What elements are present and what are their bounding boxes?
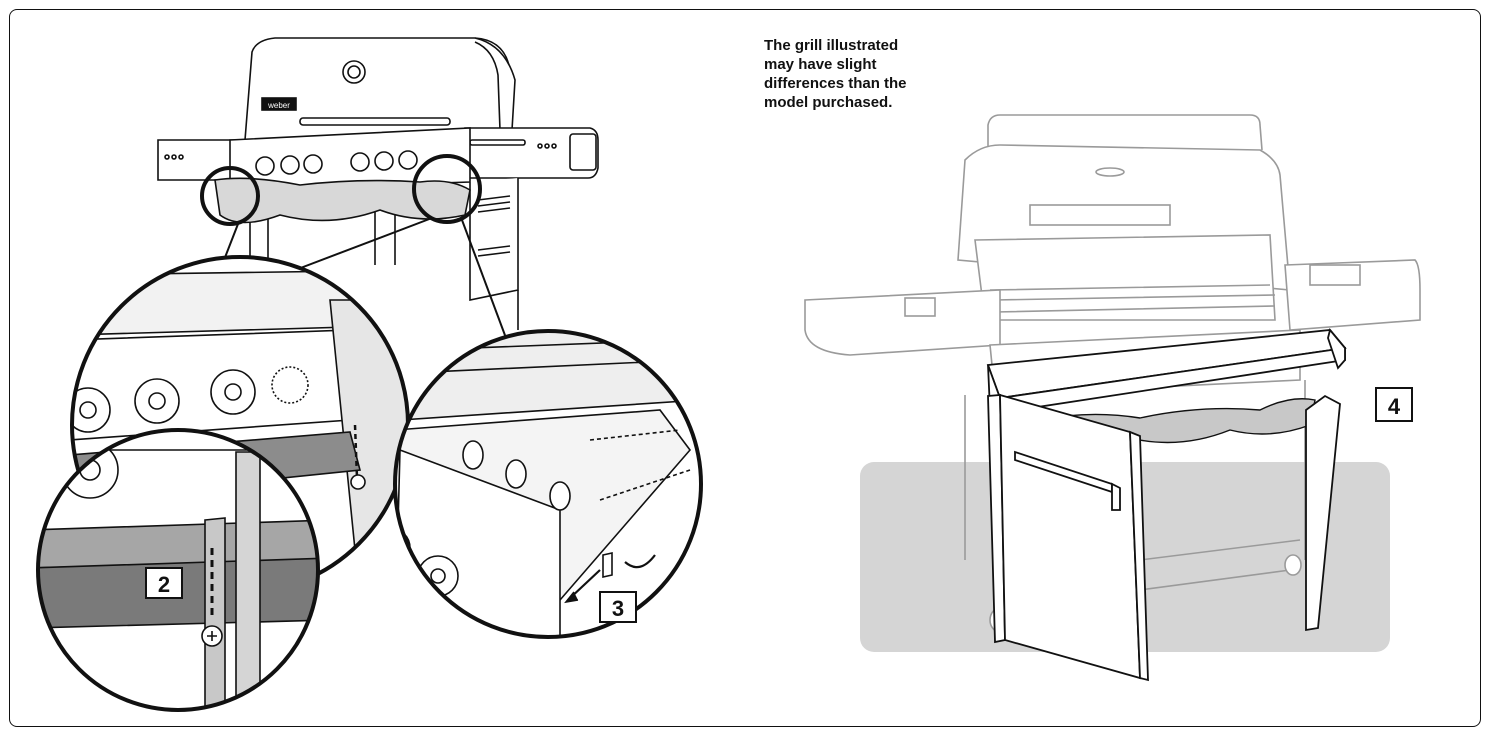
callout-leader-lines [223,217,507,339]
detail-view-tray: 3 [393,329,703,639]
left-grill-drawing: weber [157,37,599,420]
detail-view-screw: 2 [36,428,320,712]
step-3-label: 3 [612,596,624,621]
weber-logo-text: weber [267,101,290,110]
note-line-4: model purchased. [764,94,893,111]
note-line-3: differences than the [764,75,907,92]
disclaimer-note: The grill illustrated may have slight di… [764,36,964,112]
cabinet-doors [987,393,1341,682]
note-line-2: may have slight [764,56,877,73]
step-3-badge [599,591,637,623]
weber-logo [261,97,297,111]
diagram-frame [9,9,1481,727]
note-line-1: The grill illustrated [764,37,899,54]
step-2-badge [145,567,183,599]
right-grill-drawing [804,114,1421,633]
step-2-label: 2 [158,572,170,597]
detail-callout-rings [200,154,482,226]
step-4-label: 4 [1388,394,1401,419]
step-4-badge [1375,387,1413,422]
